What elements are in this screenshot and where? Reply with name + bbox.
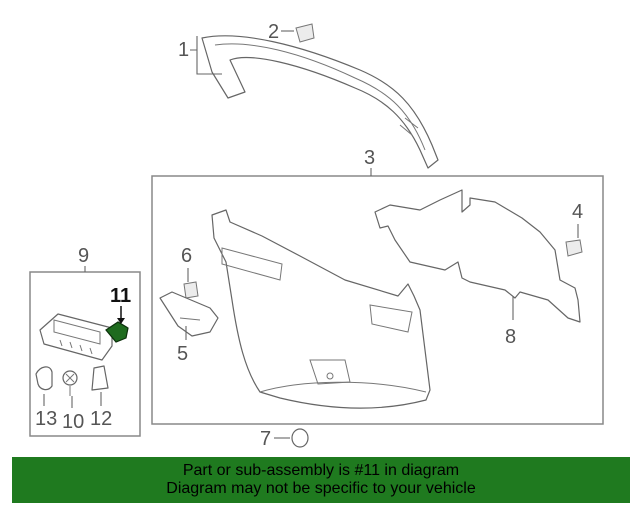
- callout-8: 8: [505, 296, 516, 348]
- part-11-highlighted-clip: [105, 321, 129, 343]
- callout-4: 4: [572, 201, 583, 238]
- parts-diagram: 1 2 3 8 4 6: [29, 21, 604, 450]
- callout-2: 2: [268, 21, 294, 43]
- part-7-plug: [291, 428, 309, 448]
- part-10-screw: [62, 370, 78, 396]
- banner-line-2: Diagram may not be specific to your vehi…: [166, 480, 476, 497]
- svg-text:2: 2: [268, 21, 279, 43]
- svg-text:10: 10: [62, 411, 84, 433]
- svg-text:13: 13: [35, 408, 57, 430]
- svg-text:7: 7: [260, 428, 271, 450]
- callout-6: 6: [181, 245, 192, 282]
- part-12-socket: [91, 365, 109, 391]
- part-6-clip: [183, 281, 199, 299]
- part-3-trim-panel: [211, 209, 431, 409]
- callout-10: 10: [62, 396, 84, 433]
- callout-5: 5: [177, 326, 188, 365]
- svg-text:4: 4: [572, 201, 583, 223]
- callout-9: 9: [78, 245, 89, 272]
- callout-1: 1: [178, 36, 222, 75]
- svg-text:6: 6: [181, 245, 192, 267]
- callout-13: 13: [35, 394, 57, 430]
- part-11-shape: [105, 321, 129, 343]
- svg-text:3: 3: [364, 147, 375, 169]
- svg-text:9: 9: [78, 245, 89, 267]
- part-3-group-frame: [151, 175, 604, 425]
- part-1-upper-garnish: [201, 35, 439, 169]
- part-13-bulb: [35, 366, 53, 391]
- part-8-insulator: [374, 189, 581, 323]
- callout-7: 7: [260, 428, 290, 450]
- svg-text:1: 1: [178, 39, 189, 61]
- part-info-banner: Part or sub-assembly is #11 in diagram D…: [12, 457, 630, 503]
- svg-text:12: 12: [90, 408, 112, 430]
- svg-text:5: 5: [177, 343, 188, 365]
- svg-text:11: 11: [110, 285, 131, 307]
- callout-11: 11: [110, 285, 131, 324]
- part-2-clip: [295, 23, 315, 43]
- svg-text:8: 8: [505, 326, 516, 348]
- part-4-clip: [565, 239, 583, 257]
- part-5-pull-handle: [159, 291, 219, 337]
- callout-3: 3: [364, 147, 375, 176]
- callout-12: 12: [90, 392, 112, 430]
- part-9-lamp-assembly: [39, 313, 113, 361]
- banner-line-1: Part or sub-assembly is #11 in diagram: [182, 462, 460, 479]
